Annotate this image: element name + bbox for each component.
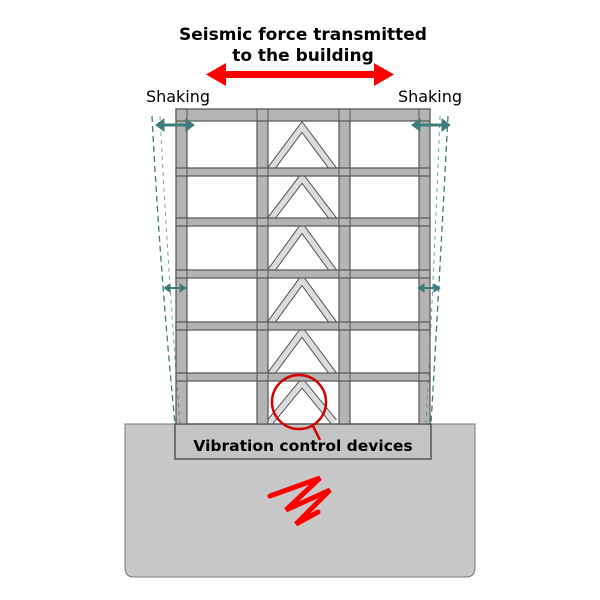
- brace-chevron-fill: [267, 275, 337, 326]
- ground: [124, 423, 476, 578]
- shaking-arrow-icon: [417, 283, 441, 293]
- brace-chevron: [266, 273, 338, 327]
- title-line-1: Seismic force transmitted: [179, 25, 427, 45]
- column-outline-2: [256, 108, 269, 425]
- title-line-2: to the building: [232, 46, 374, 66]
- brace-chevron: [267, 377, 337, 425]
- double-arrow-icon: [206, 63, 394, 86]
- brace-chevron: [266, 120, 338, 173]
- brace-chevron-fill: [267, 327, 337, 377]
- shaking-label-right: Shaking: [398, 87, 462, 106]
- floor-beam-3: [175, 269, 431, 279]
- brace-chevron-fill: [267, 173, 337, 222]
- brace-chevron-fill: [267, 378, 337, 424]
- shaking-arrow-icon: [163, 283, 187, 293]
- column-outline-4: [418, 108, 431, 425]
- floor-beam-4: [175, 321, 431, 331]
- shaking-label-left: Shaking: [146, 87, 210, 106]
- building-frame: [175, 108, 431, 425]
- brace-chevron: [267, 171, 337, 223]
- shaking-arrow-icon: [411, 118, 451, 132]
- roof-beam: [175, 108, 431, 122]
- vibration-control-device-highlight: [270, 373, 328, 441]
- deformed-outline-left: [151, 115, 176, 425]
- brace-chevron-fill: [267, 122, 337, 172]
- deformed-outline-left-inner: [159, 115, 181, 425]
- column-outline-1: [175, 108, 188, 425]
- floor-beam-2: [175, 217, 431, 227]
- shaking-arrow-icon: [155, 118, 195, 132]
- brace-chevron: [266, 221, 338, 275]
- devices-label: Vibration control devices: [193, 437, 412, 455]
- brace-chevron-fill: [267, 223, 337, 274]
- seismic-zigzag-icon: [267, 475, 332, 527]
- deformed-outline-right: [430, 115, 449, 425]
- floor-beam-1: [175, 167, 431, 177]
- deformed-outline-right-inner: [425, 115, 441, 425]
- brace-chevron: [266, 325, 338, 378]
- column-outline-3: [338, 108, 351, 425]
